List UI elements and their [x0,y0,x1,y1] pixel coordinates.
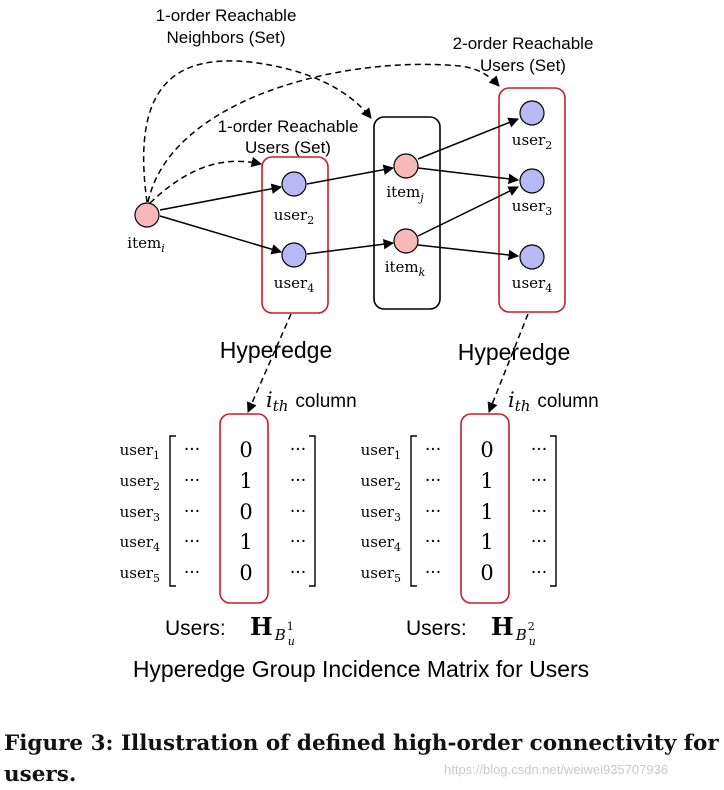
second-order-user3-label: user3 [512,197,552,218]
matrix-value: 0 [480,561,493,585]
second-order-hyperedge-box [498,87,566,313]
matrix-ellipsis: ··· [184,502,200,522]
matrix-value: 0 [239,561,252,585]
matrix-value: 0 [239,500,252,524]
matrix-ellipsis: ··· [290,440,306,460]
matrix-left-bracket [169,435,176,587]
edge-item-k-to-user4 [417,244,520,261]
matrix-ellipsis: ··· [425,471,441,491]
matrix-ellipsis: ··· [531,440,547,460]
matrix-ellipsis: ··· [184,532,200,552]
users-label: Users: [406,617,467,640]
matrix-ellipsis: ··· [290,532,306,552]
first-order-label-line2: Users (Set) [245,138,331,157]
matrix-row-label: user4 [120,533,160,554]
arrow-right-hyperedge-to-column [487,313,529,413]
matrix-row-label: user5 [361,564,401,585]
first-order-label-line1: 1-order Reachable [218,117,359,136]
arrow-item-i-to-second-order [147,63,500,203]
matrix-value: 0 [239,438,252,462]
matrix-row-label: user2 [361,472,401,493]
hyperedge-label-right: Hyperedge [458,339,571,365]
second-order-user4-node [519,244,545,270]
second-order-user4-label: user4 [512,274,552,295]
second-order-user3-node [519,168,545,194]
highlighted-column-box [219,413,269,604]
matrix-row-label: user5 [120,564,160,585]
edge-item-i-to-user4 [159,215,283,255]
matrix-row-label: user3 [361,503,401,524]
matrix-row-label: user1 [361,441,401,462]
arrow-left-hyperedge-to-column [246,313,292,413]
matrix-left-bracket [410,435,417,587]
matrix-value: 1 [239,530,252,554]
arrow-item-i-to-items [142,60,372,203]
matrix-value: 1 [480,469,493,493]
first-order-user2-node [281,171,307,197]
matrix-right-bracket [309,435,316,587]
matrix-value: 1 [239,469,252,493]
matrix-ellipsis: ··· [425,532,441,552]
edge-item-i-to-user2 [159,183,283,211]
matrix-row-label: user4 [361,533,401,554]
matrix-ellipsis: ··· [184,440,200,460]
users-label: Users: [165,617,226,640]
item-j-label: itemj [386,183,424,204]
matrix-row-label: user2 [120,472,160,493]
incidence-matrix-title: Hyperedge Group Incidence Matrix for Use… [133,656,589,682]
matrix-ellipsis: ··· [425,563,441,583]
matrix-ellipsis: ··· [425,502,441,522]
matrix-ellipsis: ··· [531,502,547,522]
edge-user2-to-item-j [306,164,395,185]
items-box [373,116,441,310]
watermark: https://blog.csdn.net/weiwei935707936 [444,762,669,777]
matrix-value: 1 [480,500,493,524]
item-i-label: itemi [127,234,164,255]
second-order-user2-node [519,100,545,126]
hyperedge-label-left: Hyperedge [220,337,333,363]
second-order-user2-label: user2 [512,131,552,152]
edge-item-k-to-user3 [417,186,519,237]
item-j-node [393,153,419,179]
neighbors-label-line1: 1-order Reachable [156,6,297,25]
matrix-ellipsis: ··· [531,532,547,552]
matrix-value: 1 [480,530,493,554]
second-order-label-line2: Users (Set) [480,56,566,75]
matrix-ellipsis: ··· [531,563,547,583]
figure-caption: Figure 3: Illustration of defined high-o… [4,731,719,787]
edge-user4-to-item-k [306,238,395,255]
matrix-row-label: user3 [120,503,160,524]
matrix-right-bracket [550,435,557,587]
second-order-label-line1: 2-order Reachable [453,34,594,53]
highlighted-column-box [460,413,510,604]
first-order-user2-label: user2 [274,206,314,227]
incidence-matrix-right: user1 ··· 0 ··· user2 ··· 1 ··· user3 ··· 1 ··· user… [361,413,557,648]
edge-item-j-to-user3 [417,167,520,185]
first-order-user4-label: user4 [274,274,314,295]
item-k-node [393,228,419,254]
matrix-ellipsis: ··· [290,563,306,583]
incidence-matrix-left: user1 ··· 0 ··· user2 ··· 1 ··· user3 ··· 0 ··· user… [120,413,316,648]
matrix-ellipsis: ··· [531,471,547,491]
matrix-value: 0 [480,438,493,462]
item-i-node [134,202,160,228]
neighbors-label-line2: Neighbors (Set) [166,28,285,47]
matrix-row-label: user1 [120,441,160,462]
matrix-ellipsis: ··· [290,471,306,491]
matrix-ellipsis: ··· [425,440,441,460]
matrix-ellipsis: ··· [184,471,200,491]
first-order-user4-node [281,242,307,268]
item-k-label: itemk [385,258,426,279]
first-order-hyperedge-box [261,156,329,314]
arrow-item-i-to-first-order [149,156,263,204]
matrix-ellipsis: ··· [184,563,200,583]
edge-item-j-to-user2 [417,117,519,160]
matrix-ellipsis: ··· [290,502,306,522]
